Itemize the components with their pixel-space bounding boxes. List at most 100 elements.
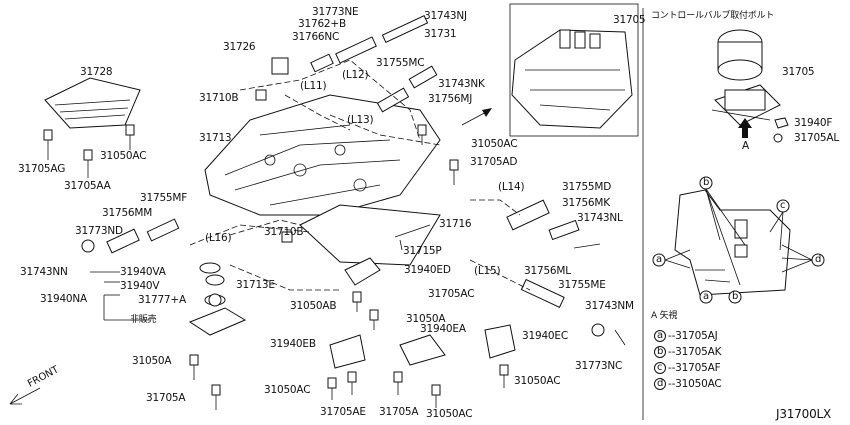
label-31756MK: 31756MK <box>562 197 610 209</box>
label-31755ME: 31755ME <box>558 279 606 291</box>
side-label-31705AL: 31705AL <box>794 132 840 144</box>
label-31731: 31731 <box>424 28 457 40</box>
callout-c-1: c <box>780 200 786 211</box>
legend-code-b: --31705AK <box>668 346 722 358</box>
callout-b-2: b <box>732 291 739 302</box>
label-31773ND: 31773ND <box>75 225 123 237</box>
label-31755MF: 31755MF <box>140 192 188 204</box>
callout-a-1: a <box>656 254 662 265</box>
legend-marks <box>654 330 666 390</box>
bracket-ed <box>344 257 381 286</box>
legend-code-c: --31705AF <box>668 362 721 374</box>
spool-me <box>520 278 626 346</box>
legend-mark-c: c <box>657 362 663 373</box>
label-31710B-mid: 31710B <box>264 226 304 238</box>
small-bolts-side <box>773 117 789 143</box>
label-31050AB: 31050AB <box>290 300 337 312</box>
label-31940VA: 31940VA <box>120 266 166 278</box>
bracket-eb <box>329 334 366 369</box>
dashed-leaders <box>189 59 531 291</box>
spool-top <box>310 14 429 73</box>
callout-d-1: d <box>815 254 822 265</box>
spool-md <box>506 199 601 249</box>
leader-lines <box>90 224 431 321</box>
inset-valve-body-drawing <box>511 29 633 129</box>
label-31050A-left: 31050A <box>132 355 172 367</box>
label-31766NC: 31766NC <box>292 31 340 43</box>
label-31726: 31726 <box>223 41 256 53</box>
side-valve-drawing <box>711 84 781 126</box>
inset-pointer-head <box>482 108 492 117</box>
label-31705A-mid: 31705A <box>379 406 419 418</box>
label-31743NM: 31743NM <box>585 300 634 312</box>
bolts <box>43 89 509 410</box>
label-31743NK: 31743NK <box>438 78 485 90</box>
label-31050AC-left: 31050AC <box>100 150 147 162</box>
label-31705A-left: 31705A <box>146 392 186 404</box>
label-31705-inset: 31705 <box>613 14 646 26</box>
legend-mark-b: b <box>657 346 664 357</box>
label-31713E: 31713E <box>236 279 275 291</box>
separator-plate <box>299 204 441 266</box>
side-panel-title: コントロールバルブ取付ボルト <box>651 11 775 21</box>
label-31728: 31728 <box>80 66 113 78</box>
view-a-title: A 矢視 <box>651 311 678 321</box>
label-31940NA: 31940NA <box>40 293 88 305</box>
label-31050AC-bl: 31050AC <box>264 384 311 396</box>
label-31716: 31716 <box>439 218 472 230</box>
view-a-drawing <box>674 189 791 296</box>
label-31050AC-mid: 31050AC <box>471 138 518 150</box>
legend-code-d: --31050AC <box>668 378 722 390</box>
label-31756MM: 31756MM <box>102 207 153 219</box>
label-L14: (L14) <box>498 181 525 193</box>
label-31940EA: 31940EA <box>420 323 466 335</box>
label-31743NN: 31743NN <box>20 266 68 278</box>
bracket-ea <box>399 334 446 366</box>
view-arrow-icon <box>738 118 752 138</box>
label-31755MD: 31755MD <box>562 181 612 193</box>
callout-b-1: b <box>703 177 710 188</box>
label-31050AC-br: 31050AC <box>514 375 561 387</box>
label-31050A-right: 31050A <box>406 313 446 325</box>
label-31050AC-bot: 31050AC <box>426 408 473 420</box>
label-31705AA: 31705AA <box>64 180 111 192</box>
label-31940ED: 31940ED <box>404 264 451 276</box>
label-31705AC-mid: 31705AC <box>428 288 475 300</box>
label-31940EB: 31940EB <box>270 338 316 350</box>
front-arrow-icon <box>9 387 41 405</box>
label-31940V: 31940V <box>120 280 160 292</box>
bracket-ec <box>484 324 516 359</box>
label-31705AE: 31705AE <box>320 406 366 418</box>
label-31743NJ: 31743NJ <box>424 10 467 22</box>
label-non-sale: 非販売 <box>130 315 157 325</box>
label-31743NL: 31743NL <box>577 212 623 224</box>
legend-mark-d: d <box>657 378 664 389</box>
oil-strainer-plate <box>44 77 141 129</box>
view-a-callouts <box>652 176 825 304</box>
spool-left <box>81 218 180 254</box>
label-31762B: 31762+B <box>298 18 347 30</box>
spool-mc <box>376 65 438 113</box>
label-31773NE: 31773NE <box>312 6 359 18</box>
legend-code-a: --31705AJ <box>668 330 718 342</box>
legend-mark-a: a <box>657 330 663 341</box>
label-31773NC: 31773NC <box>575 360 623 372</box>
side-label-31940F: 31940F <box>794 117 833 129</box>
label-31705AD: 31705AD <box>470 156 518 168</box>
label-L15: (L15) <box>474 265 501 277</box>
inset-box <box>509 3 639 137</box>
side-label-31705: 31705 <box>782 66 815 78</box>
label-31755MC: 31755MC <box>376 57 425 69</box>
side-arrow-label: A <box>742 140 749 152</box>
diagram-id: J31700LX <box>776 407 832 421</box>
block-31726 <box>271 57 289 75</box>
label-31715P: 31715P <box>403 245 442 257</box>
label-L16: (L16) <box>205 232 232 244</box>
label-31756MJ: 31756MJ <box>428 93 473 105</box>
main-valve-body <box>204 94 441 216</box>
label-L11: (L11) <box>300 80 327 92</box>
label-31713: 31713 <box>199 132 232 144</box>
callout-a-2: a <box>703 291 709 302</box>
